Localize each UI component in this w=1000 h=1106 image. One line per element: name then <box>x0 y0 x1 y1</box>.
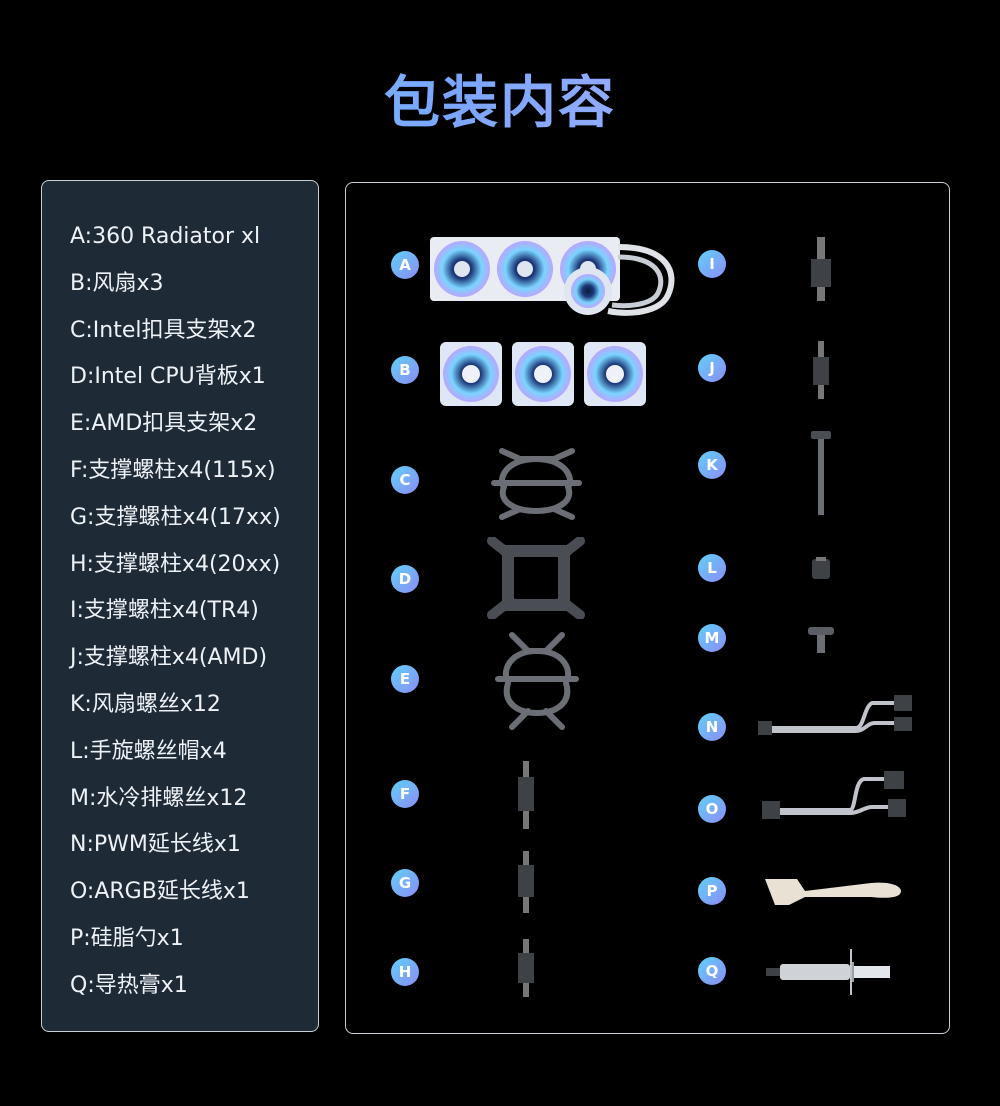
thermal-paste-image <box>766 949 890 995</box>
badge-f: F <box>391 780 419 808</box>
badge-k: K <box>698 451 726 479</box>
standoff-g-image <box>518 851 534 913</box>
badge-g: G <box>391 869 419 897</box>
badge-p: P <box>698 877 726 905</box>
list-item: E:AMD扣具支架x2 <box>70 411 258 437</box>
standoff-j-image <box>813 341 829 399</box>
list-item: M:水冷排螺丝x12 <box>70 785 248 811</box>
list-item: J:支撑螺柱x4(AMD) <box>70 645 268 671</box>
badge-a: A <box>391 251 419 279</box>
badge-c: C <box>391 466 419 494</box>
list-item: F:支撑螺柱x4(115x) <box>70 457 276 483</box>
amd-bracket-image <box>495 632 579 730</box>
badge-n: N <box>698 713 726 741</box>
radiator-screw-image <box>808 627 834 653</box>
spatula-image <box>765 879 901 905</box>
list-item: C:Intel扣具支架x2 <box>70 317 257 343</box>
argb-cable-image <box>762 771 906 819</box>
contents-list-panel: A:360 Radiator xl B:风扇x3 C:Intel扣具支架x2 D… <box>41 180 319 1032</box>
pwm-cable-image <box>758 695 912 735</box>
fan-screw-image <box>811 431 831 515</box>
page-title: 包装内容 <box>0 58 1000 139</box>
list-item: O:ARGB延长线x1 <box>70 879 250 905</box>
fans-image <box>440 342 646 406</box>
list-item: H:支撑螺柱x4(20xx) <box>70 551 281 577</box>
badge-h: H <box>391 958 419 986</box>
intel-bracket-image <box>491 448 582 520</box>
parts-panel: A B C D E F G H I J K L M N O P Q <box>345 182 950 1034</box>
list-item: G:支撑螺柱x4(17xx) <box>70 504 281 530</box>
contents-list: A:360 Radiator xl B:风扇x3 C:Intel扣具支架x2 D… <box>70 218 281 1014</box>
list-item: L:手旋螺丝帽x4 <box>70 738 227 764</box>
standoff-h-image <box>518 939 534 997</box>
badge-l: L <box>698 554 726 582</box>
list-item: P:硅脂勺x1 <box>70 925 184 951</box>
badge-j: J <box>698 354 726 382</box>
badge-o: O <box>698 795 726 823</box>
standoff-f-image <box>518 761 534 829</box>
badge-d: D <box>391 565 419 593</box>
list-item: D:Intel CPU背板x1 <box>70 364 266 390</box>
list-item: K:风扇螺丝x12 <box>70 691 221 717</box>
thumb-nut-image <box>812 557 830 579</box>
cpu-backplate-image <box>487 537 585 619</box>
badge-e: E <box>391 665 419 693</box>
list-item: N:PWM延长线x1 <box>70 832 241 858</box>
list-item: Q:导热膏x1 <box>70 972 188 998</box>
badge-b: B <box>391 356 419 384</box>
badge-q: Q <box>698 957 726 985</box>
list-item: I:支撑螺柱x4(TR4) <box>70 598 259 624</box>
badge-m: M <box>698 624 726 652</box>
list-item: B:风扇x3 <box>70 270 164 296</box>
standoff-i-image <box>811 237 831 301</box>
radiator-image <box>430 237 675 316</box>
badge-i: I <box>698 250 726 278</box>
list-item: A:360 Radiator xl <box>70 224 261 249</box>
